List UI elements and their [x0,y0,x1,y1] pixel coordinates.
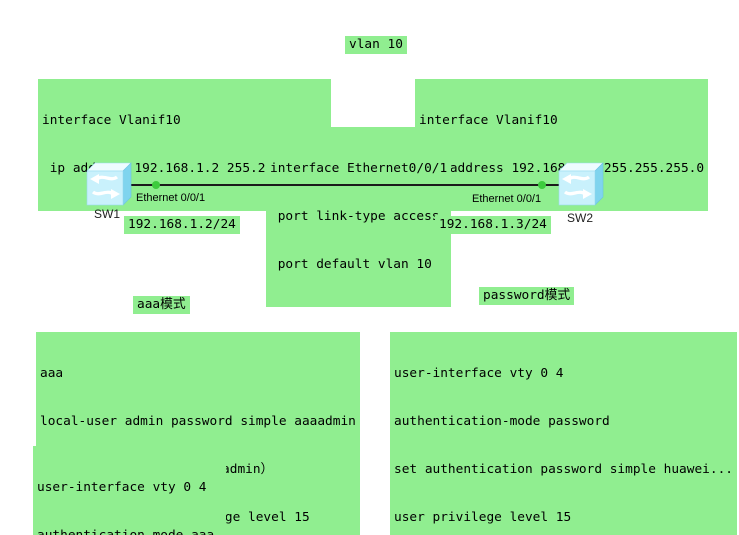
config-line: set authentication password simple huawe… [394,462,733,477]
vlan-label[interactable]: vlan 10 [345,36,407,54]
ip-label-sw2[interactable]: 192.168.1.3/24 [435,216,551,234]
aaa-mode-label[interactable]: aaa模式 [133,296,190,314]
port-label-sw1: Ethernet 0/0/1 [136,192,206,204]
config-line: interface Vlanif10 [42,113,181,128]
config-line: port link-type access [270,209,440,224]
config-box-eth-port[interactable]: interface Ethernet0/0/1 port link-type a… [266,127,452,307]
port-status-dot-sw2 [538,181,546,189]
device-name-sw1: SW1 [94,207,121,221]
config-box-password[interactable]: user-interface vty 0 4 authentication-mo… [390,332,737,535]
config-line: local-user admin password simple aaaadmi… [40,414,356,429]
config-line: interface Vlanif10 [419,113,558,128]
switch-icon-sw1[interactable] [84,160,134,210]
config-line: interface Ethernet0/0/1 [270,161,448,176]
config-line: authentication-mode aaa [37,528,222,535]
link-line[interactable] [128,184,564,186]
config-line: aaa [40,366,64,381]
password-mode-label[interactable]: password模式 [479,287,575,305]
switch-icon-sw2[interactable] [556,160,606,210]
switch-icon [86,162,132,206]
device-name-sw2: SW2 [567,211,594,225]
config-line: authentication-mode password [394,414,610,429]
switch-icon [558,162,604,206]
config-line: user privilege level 15 [394,510,572,525]
ip-label-sw1[interactable]: 192.168.1.2/24 [124,216,240,234]
port-status-dot-sw1 [152,181,160,189]
config-line: port default vlan 10 [270,257,432,272]
config-box-vty-aaa[interactable]: user-interface vty 0 4 authentication-mo… [33,446,226,535]
config-line: user-interface vty 0 4 [394,366,564,381]
port-label-sw2: Ethernet 0/0/1 [472,193,542,205]
config-line: user-interface vty 0 4 [37,480,207,495]
